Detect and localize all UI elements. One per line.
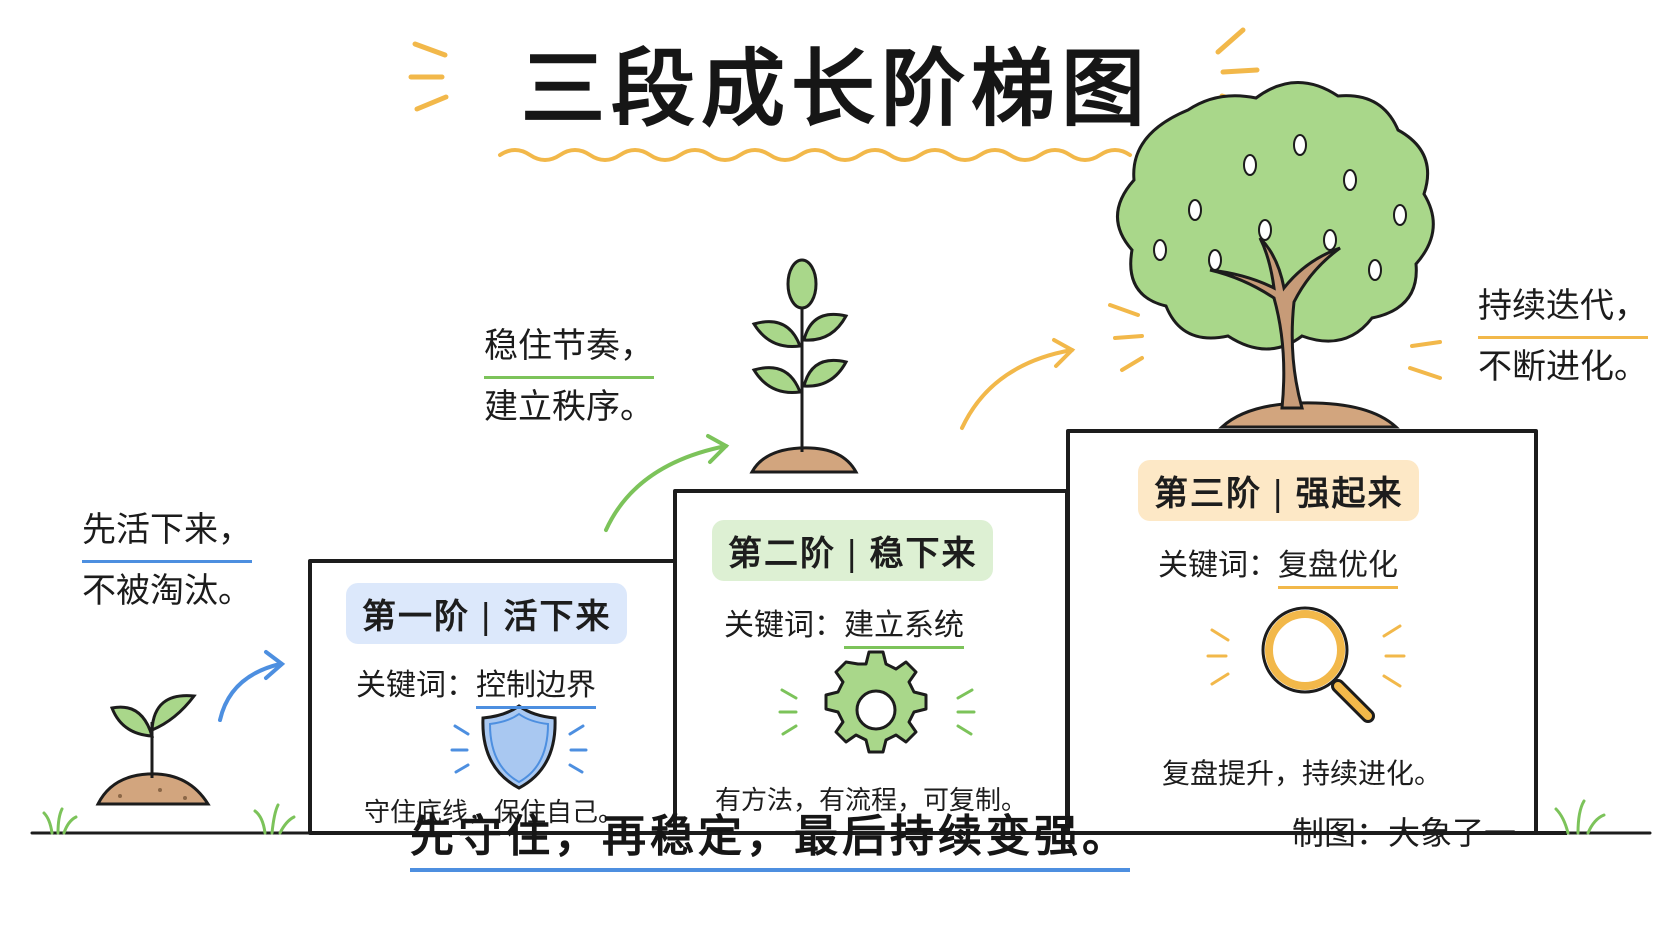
arrow-to-stage-two <box>604 434 730 532</box>
stage-two-separator: | <box>846 534 860 574</box>
arrow-to-stage-three <box>960 338 1076 430</box>
tree-sparks <box>1108 303 1442 380</box>
stage-two-label: 第二阶|稳下来 <box>712 520 994 581</box>
stage-one-separator: | <box>480 597 494 637</box>
side-caption-stage-two: 稳住节奏， 建立秩序。 <box>484 318 654 435</box>
side-caption-stage-three: 持续迭代， 不断进化。 <box>1478 278 1648 395</box>
stage-two-keyword-label: 关键词： <box>724 608 844 643</box>
title-sparks-left <box>408 41 449 112</box>
stage-one-keyword-label: 关键词： <box>356 668 476 703</box>
arrow-to-stage-one <box>218 650 286 722</box>
side-caption-stage-one-line-2: 不被淘汰。 <box>82 571 252 611</box>
stage-two-prefix: 第二阶 <box>728 534 836 574</box>
stage-one-keyword: 关键词：控制边界 <box>356 660 596 709</box>
bottom-slogan: 先守住，再稳定，最后持续变强。 <box>410 800 1130 872</box>
sprout-icon <box>95 694 211 806</box>
stage-two-name: 稳下来 <box>869 534 978 574</box>
side-caption-stage-two-line-1: 稳住节奏， <box>484 318 654 379</box>
side-caption-stage-one-line-1: 先活下来， <box>82 502 252 563</box>
stage-three-name: 强起来 <box>1295 474 1404 514</box>
stage-one-label: 第一阶|活下来 <box>346 583 628 644</box>
stage-three-label: 第三阶|强起来 <box>1138 460 1420 521</box>
stage-three-separator: | <box>1272 474 1286 514</box>
side-caption-stage-two-line-2: 建立秩序。 <box>484 387 654 427</box>
step-three-right-edge <box>1534 431 1567 835</box>
stage-three-keyword-value: 复盘优化 <box>1278 548 1398 589</box>
gear-icon <box>778 650 976 754</box>
side-caption-stage-three-line-1: 持续迭代， <box>1478 278 1648 339</box>
stage-one-prefix: 第一阶 <box>362 597 470 637</box>
stage-one-keyword-value: 控制边界 <box>476 668 596 709</box>
stage-three-description: 复盘提升，持续进化。 <box>1161 757 1442 790</box>
stage-one-description: 守住底线，保住自己。 <box>363 798 624 828</box>
magnifier-icon <box>1206 606 1406 723</box>
stage-three-prefix: 第三阶 <box>1154 474 1262 514</box>
stage-one-name: 活下来 <box>503 597 612 637</box>
stage-two-keyword: 关键词：建立系统 <box>724 600 964 649</box>
stage-three-keyword: 关键词：复盘优化 <box>1158 540 1398 589</box>
page-title: 三段成长阶梯图 <box>520 40 1151 138</box>
grass-icon <box>42 799 1606 835</box>
side-caption-stage-one: 先活下来， 不被淘汰。 <box>82 502 252 619</box>
tree-icon <box>1116 81 1435 429</box>
shield-icon <box>450 704 588 790</box>
stage-two-description: 有方法，有流程，可复制。 <box>714 786 1027 816</box>
credit-text: 制图：大象了一 <box>1292 814 1517 852</box>
title-wavy-underline <box>498 148 1132 162</box>
sapling-icon <box>749 258 859 474</box>
stage-three-keyword-label: 关键词： <box>1158 548 1278 583</box>
side-caption-stage-three-line-2: 不断进化。 <box>1478 347 1648 387</box>
stage-two-keyword-value: 建立系统 <box>844 608 964 649</box>
